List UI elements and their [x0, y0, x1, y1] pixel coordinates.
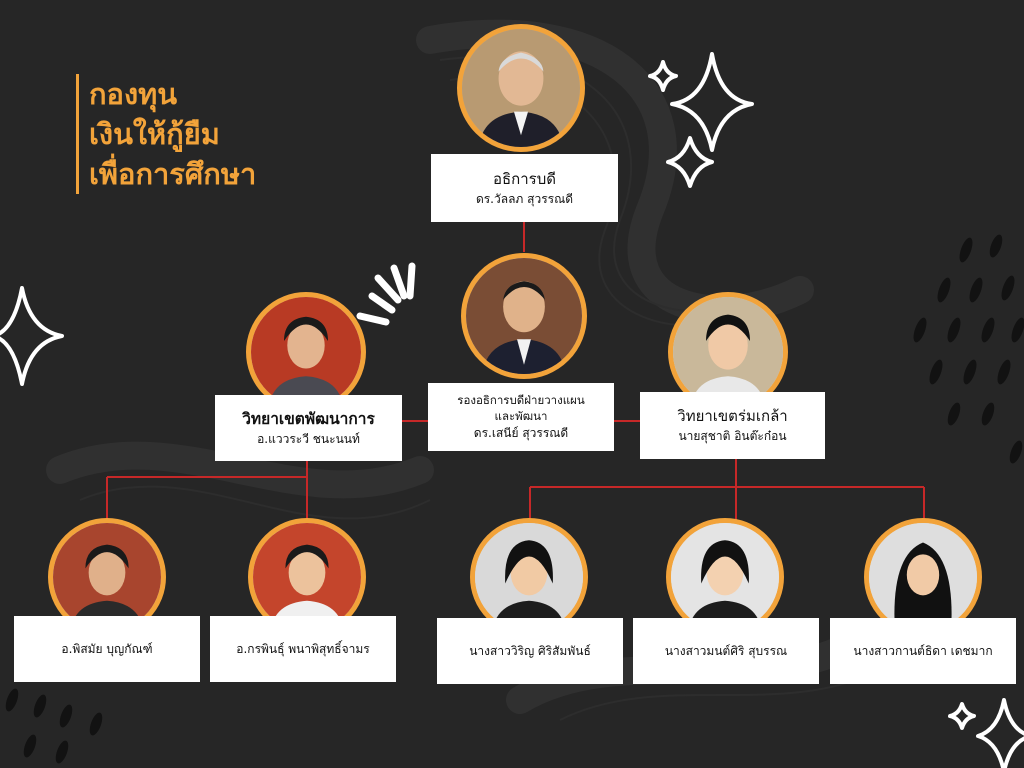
title-line-2: เงินให้กู้ยืม: [89, 117, 220, 151]
card-campus-left: วิทยาเขตพัฒนาการ อ.แววระวี ชนะนนท์: [215, 395, 402, 461]
campus-left-title: วิทยาเขตพัฒนาการ: [242, 410, 375, 428]
page-title: กองทุน เงินให้กู้ยืม เพื่อการศึกษา: [76, 74, 256, 194]
sparkle-icon-left: [0, 286, 64, 386]
card-staff-2: อ.กรพินธุ์ พนาพิสุทธิ์จามร: [210, 616, 396, 682]
staff-2-name: อ.กรพินธุ์ พนาพิสุทธิ์จามร: [236, 642, 370, 656]
card-vice-president: รองอธิการบดีฝ่ายวางแผน และพัฒนา ดร.เสนีย…: [428, 383, 614, 451]
card-staff-5: นางสาวกานต์ธิดา เดชมาก: [830, 618, 1016, 684]
title-line-3: เพื่อการศึกษา: [89, 157, 257, 191]
staff-4-name: นางสาวมนต์ศิริ สุบรรณ: [664, 644, 788, 658]
card-staff-4: นางสาวมนต์ศิริ สุบรรณ: [633, 618, 819, 684]
vice-president-title-line2: และพัฒนา: [494, 409, 548, 423]
president-title: อธิการบดี: [493, 169, 556, 188]
card-president: อธิการบดี ดร.วัลลภ สุวรรณดี: [431, 154, 618, 222]
campus-right-name: นายสุชาติ อินต๊ะก๋อน: [678, 429, 787, 443]
sparkle-icon-bottom: [976, 698, 1024, 768]
avatar-vice-president: [461, 253, 587, 379]
avatar-campus-left: [246, 292, 366, 412]
president-name: ดร.วัลลภ สุวรรณดี: [475, 191, 574, 206]
avatar-president: [457, 24, 585, 152]
staff-3-name: นางสาววิริญ ศิริสัมพันธ์: [469, 644, 591, 658]
vice-president-name: ดร.เสนีย์ สุวรรณดี: [473, 426, 569, 440]
card-staff-3: นางสาววิริญ ศิริสัมพันธ์: [437, 618, 623, 684]
staff-5-name: นางสาวกานต์ธิดา เดชมาก: [853, 644, 993, 658]
card-campus-right: วิทยาเขตร่มเกล้า นายสุชาติ อินต๊ะก๋อน: [640, 392, 825, 459]
card-staff-1: อ.พิสมัย บุญกัณฑ์: [14, 616, 200, 682]
sparkle-icon-bottom-small: [948, 702, 976, 730]
staff-1-name: อ.พิสมัย บุญกัณฑ์: [61, 642, 153, 656]
avatar-staff-4: [666, 518, 784, 636]
avatar-staff-5: [864, 518, 982, 636]
burst-lines-icon: [356, 262, 416, 326]
sparkle-icon-large: [670, 52, 754, 152]
vice-president-title-line1: รองอธิการบดีฝ่ายวางแผน: [457, 393, 585, 407]
campus-right-title: วิทยาเขตร่มเกล้า: [677, 407, 788, 425]
title-line-1: กองทุน: [89, 77, 178, 111]
campus-left-name: อ.แววระวี ชนะนนท์: [257, 432, 360, 446]
sparkle-icon-small: [648, 60, 678, 92]
sparkle-icon-mid: [666, 136, 714, 188]
